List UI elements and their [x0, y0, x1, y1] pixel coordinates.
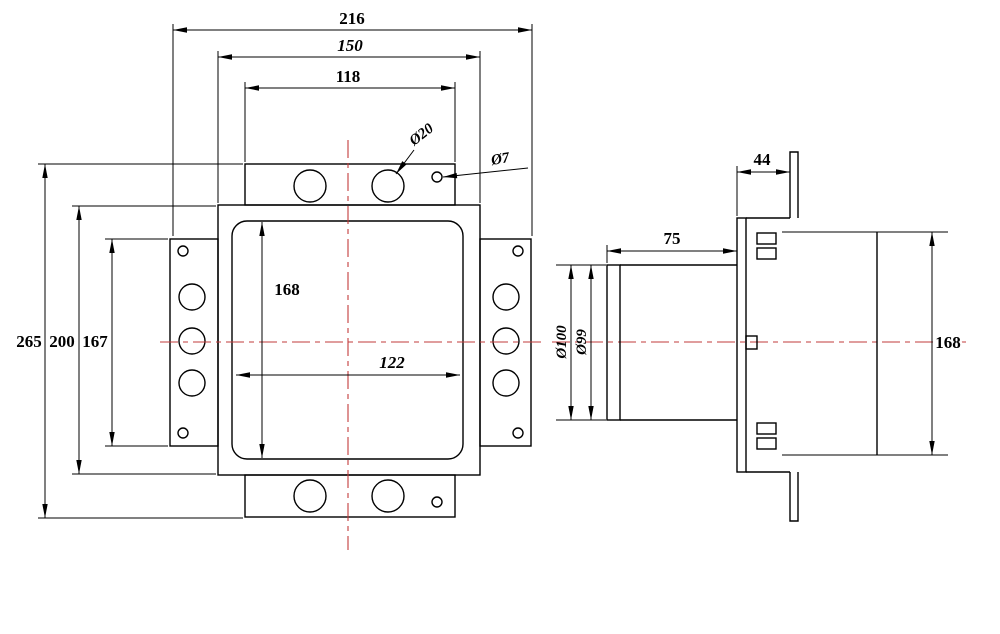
bottom-small-hole: [431, 496, 443, 508]
front-view-holes: [177, 169, 524, 513]
side-dimension-lines: [556, 166, 948, 456]
dim-overall-height: 265: [16, 332, 42, 351]
right-hole-3: [492, 369, 520, 397]
bottom-clip-lower: [756, 437, 777, 450]
top-clip-lower: [756, 247, 777, 260]
dim-flange-height: 167: [82, 332, 108, 351]
dim-overall-width: 216: [339, 9, 365, 28]
right-hole-1: [492, 283, 520, 311]
face-plate-edge: [736, 217, 747, 473]
label-outer-dia: Ø100: [554, 325, 570, 360]
dim-body-width: 150: [337, 36, 363, 55]
top-flange: [244, 163, 456, 206]
dim-opening-height: 168: [274, 280, 300, 299]
leader-small-hole: [442, 167, 529, 179]
front-view-outline: [169, 163, 532, 518]
top-tab: [789, 151, 799, 218]
left-hole-2: [178, 327, 206, 355]
left-hole-3: [178, 369, 206, 397]
left-hole-1: [178, 283, 206, 311]
centerlines: [160, 140, 966, 550]
bottom-hole-left: [293, 479, 327, 513]
right-hole-2: [492, 327, 520, 355]
bottom-flange: [244, 474, 456, 518]
top-hole-left: [293, 169, 327, 203]
bottom-hole-right: [371, 479, 405, 513]
dim-opening-width: 122: [379, 353, 405, 372]
top-small-hole: [431, 171, 443, 183]
right-small-hole-bottom: [512, 427, 524, 439]
dim-body-height: 200: [49, 332, 75, 351]
bottom-tab: [789, 472, 799, 522]
label-inner-dia: Ø99: [574, 329, 590, 356]
label-large-hole-dia: Ø20: [406, 120, 437, 149]
body-outline: [217, 204, 481, 476]
tube-end-flange: [606, 264, 621, 421]
left-small-hole-bottom: [177, 427, 189, 439]
front-dimension-lines: [38, 24, 533, 519]
center-notch: [745, 335, 758, 350]
diameter-labels: Ø20 Ø7 Ø100 Ø99: [406, 120, 590, 359]
dim-body-depth: 75: [664, 229, 681, 248]
top-hole-right: [371, 169, 405, 203]
bottom-clip-upper: [756, 422, 777, 435]
label-small-hole-dia: Ø7: [489, 150, 511, 169]
dim-mount-span: 168: [935, 333, 961, 352]
dimension-texts: 216 150 118 265 200 167 168 122 44 75 16…: [16, 9, 963, 372]
side-view-outline: [606, 151, 878, 522]
left-small-hole-top: [177, 245, 189, 257]
right-small-hole-top: [512, 245, 524, 257]
dim-flange-depth: 44: [754, 150, 772, 169]
top-clip-upper: [756, 232, 777, 245]
leader-large-hole: [395, 149, 415, 175]
dim-flange-width: 118: [336, 67, 361, 86]
